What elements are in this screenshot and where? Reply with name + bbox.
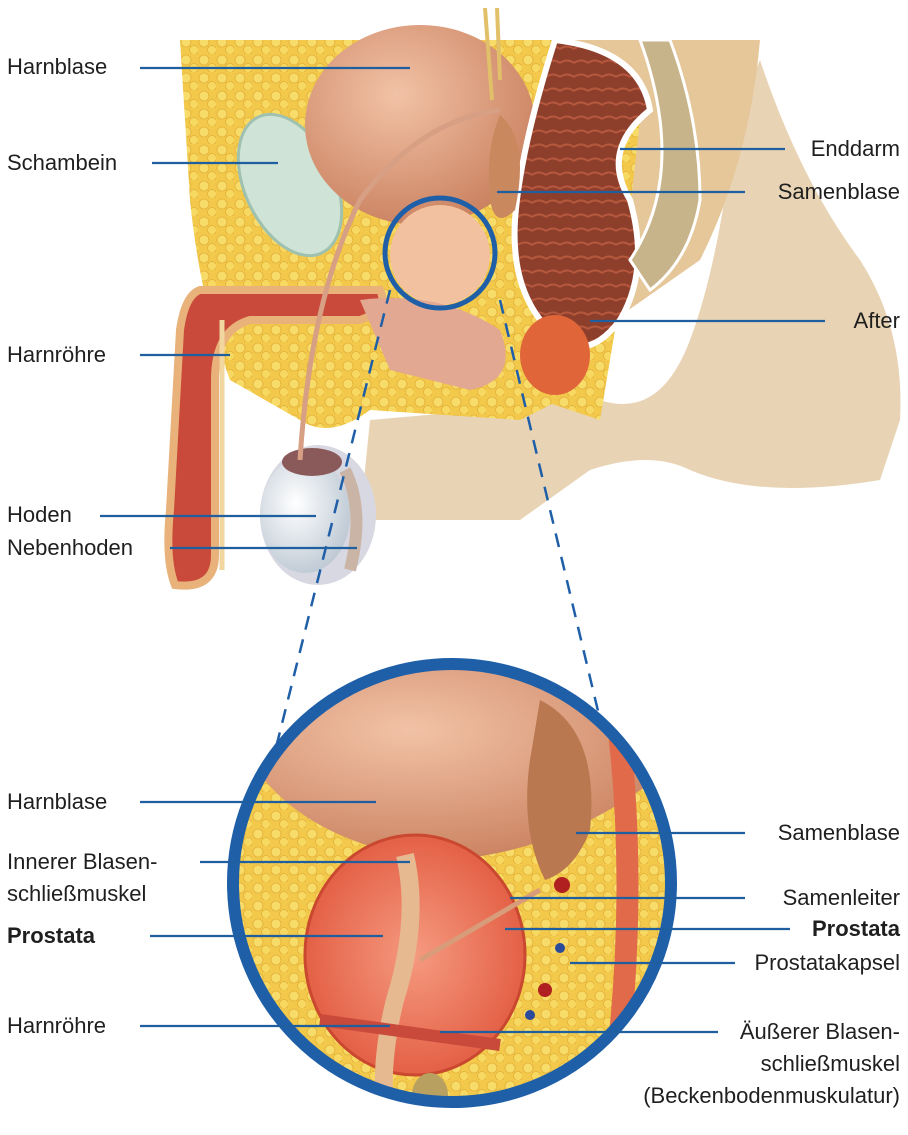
label-aeusserer-line1: Äußerer Blasen- [740,1018,900,1045]
label-samenleiter: Samenleiter [783,884,900,911]
label-innerer-line2: schließmuskel [7,880,146,907]
overview-illustration [168,8,900,586]
label-harnroehre-detail: Harnröhre [7,1012,106,1039]
label-aeusserer-line3: (Beckenbodenmuskulatur) [643,1082,900,1109]
label-harnblase-detail: Harnblase [7,788,107,815]
label-after: After [854,307,900,334]
label-schambein: Schambein [7,149,117,176]
label-samenblase-detail: Samenblase [778,819,900,846]
label-prostata-right: Prostata [812,915,900,942]
label-harnroehre-overview: Harnröhre [7,341,106,368]
label-hoden: Hoden [7,501,72,528]
label-enddarm: Enddarm [811,135,900,162]
label-prostata-left: Prostata [7,922,95,949]
label-aeusserer-line2: schließmuskel [761,1050,900,1077]
label-samenblase-overview: Samenblase [778,178,900,205]
label-harnblase-overview: Harnblase [7,53,107,80]
label-innerer-line1: Innerer Blasen- [7,848,157,875]
label-prostatakapsel: Prostatakapsel [754,949,900,976]
label-nebenhoden: Nebenhoden [7,534,133,561]
